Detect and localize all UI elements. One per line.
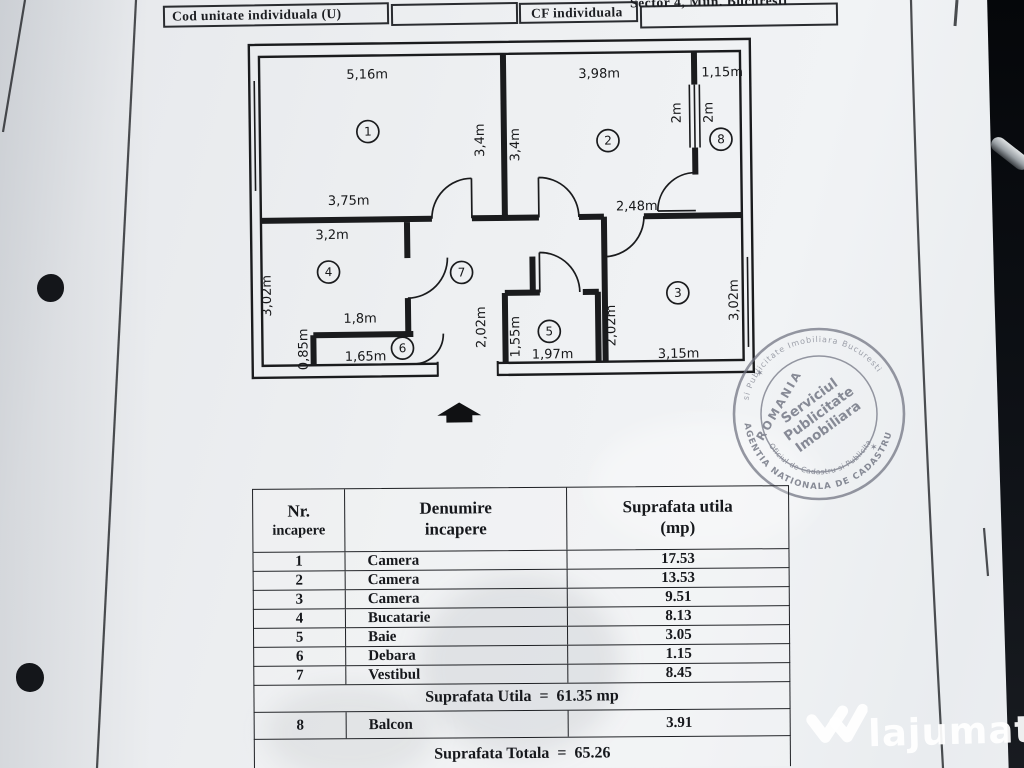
table-row-balcon: 8 Balcon 3.91 xyxy=(253,709,791,740)
row-area: 3.05 xyxy=(665,626,692,643)
total-row: Suprafata Totala = 65.26 xyxy=(253,736,791,768)
room-area-table: Nr. incapere Denumire incapere Suprafata… xyxy=(252,485,791,768)
cod-unitate-label: Cod unitate individuala (U) xyxy=(171,5,342,24)
paper-highlight xyxy=(590,420,820,550)
dim-label: 3,75m xyxy=(328,194,370,210)
dim-label: 3,98m xyxy=(578,66,620,82)
paper-smudge xyxy=(420,575,620,755)
lajumate-watermark: lajumate .ro xyxy=(805,696,1024,756)
row-name: Vestibul xyxy=(346,664,569,685)
room-number: 4 xyxy=(325,265,333,279)
subtotal-row: Suprafata Utila = 61.35 mp xyxy=(253,682,791,713)
inner-wall-line xyxy=(257,49,745,368)
row-nr: 5 xyxy=(254,628,347,647)
row-area: 13.53 xyxy=(661,569,696,586)
paper-shading xyxy=(0,0,150,768)
row-area: 17.53 xyxy=(661,550,695,567)
floor-plan-drawing: 1 2 3 4 5 6 7 8 5,16m 3,4m 3,75m 3,98m 3… xyxy=(247,37,756,423)
row-nr: 1 xyxy=(253,552,346,571)
room-number: 2 xyxy=(604,134,612,148)
table-header-row: Nr. incapere Denumire incapere Suprafata… xyxy=(252,485,790,553)
room-number: 5 xyxy=(545,324,553,338)
room-number: 6 xyxy=(399,341,407,355)
dim-label: 1,97m xyxy=(532,347,574,363)
watermark-name: lajumate xyxy=(867,707,1024,756)
dim-label: 5,16m xyxy=(346,67,388,83)
row-name: Camera xyxy=(345,550,568,571)
dim-label: 1,65m xyxy=(345,349,387,365)
cf-label: CF individuala xyxy=(530,3,623,21)
col-header-denumire: Denumire incapere xyxy=(345,487,568,552)
dim-label: 3,4m xyxy=(508,128,523,162)
dim-label: 3,02m xyxy=(727,279,743,321)
dim-label: 2m xyxy=(702,102,717,123)
row-nr: 4 xyxy=(253,609,346,628)
total-text: Suprafata Totala = 65.26 xyxy=(434,744,611,763)
dimension-labels: 5,16m 3,4m 3,75m 3,98m 3,4m 2,48m 1,15m … xyxy=(260,65,743,370)
room-number: 7 xyxy=(458,265,466,279)
row-nr: 7 xyxy=(254,666,347,685)
row-name: Camera xyxy=(345,569,568,590)
dim-label: 1,55m xyxy=(508,316,524,358)
row-area: 1.15 xyxy=(665,645,692,662)
official-stamp: si Publicitate Imobiliara Bucuresti AGEN… xyxy=(722,322,906,501)
subtotal-text: Suprafata Utila = 61.35 mp xyxy=(425,687,619,706)
dim-label: 1,15m xyxy=(701,65,743,81)
door-arcs xyxy=(407,171,696,365)
row-name: Camera xyxy=(345,588,568,609)
interior-walls xyxy=(260,51,742,366)
hole-punch-dot xyxy=(16,663,44,692)
window-lines xyxy=(253,80,750,347)
row-area: 3.91 xyxy=(665,714,693,731)
paper-smudge xyxy=(265,685,435,768)
row-nr: 6 xyxy=(254,647,347,666)
row-nr: 3 xyxy=(253,590,346,609)
lajumate-logo-icon xyxy=(806,703,869,743)
field-empty xyxy=(390,2,519,26)
dim-label: 2,02m xyxy=(474,306,490,348)
row-area: 9.51 xyxy=(665,588,692,605)
row-name: Bucatarie xyxy=(345,607,568,628)
field-cf-individuala: CF individuala xyxy=(518,1,639,24)
stamp-star-icon: ✶ xyxy=(870,443,878,453)
field-cod-unitate: Cod unitate individuala (U) xyxy=(162,2,390,28)
dim-label: 1,8m xyxy=(343,311,377,326)
row-name: Balcon xyxy=(346,710,569,739)
entrance-jambs xyxy=(436,360,499,377)
dim-label: 3,4m xyxy=(473,123,488,157)
dim-label: 3,15m xyxy=(658,347,700,363)
row-name: Baie xyxy=(346,626,569,647)
outer-wall xyxy=(247,37,756,380)
stamp-star-icon: ✶ xyxy=(756,369,764,379)
dim-label: 3,2m xyxy=(315,228,349,243)
dim-label: 0,85m xyxy=(296,328,312,370)
row-nr: 2 xyxy=(253,571,346,590)
col-header-suprafata: Suprafata utila (mp) xyxy=(622,496,733,538)
row-name: Debara xyxy=(346,645,569,666)
row-area: 8.13 xyxy=(665,607,692,624)
hole-punch-dot xyxy=(37,274,64,302)
room-numbers: 1 2 3 4 5 6 7 8 xyxy=(325,125,725,356)
dim-label: 3,02m xyxy=(260,275,276,317)
col-header-nr: Nr. incapere xyxy=(253,489,346,552)
room-number-badges xyxy=(316,119,733,361)
room-number: 3 xyxy=(674,286,682,300)
dim-label: 2m xyxy=(670,102,685,123)
row-nr: 8 xyxy=(254,712,347,739)
dim-label: 2,02m xyxy=(604,305,620,347)
room-number: 1 xyxy=(364,125,372,139)
dim-label: 2,48m xyxy=(616,199,658,215)
room-number: 8 xyxy=(717,132,725,146)
entrance-arrow-icon xyxy=(437,402,482,423)
row-area: 8.45 xyxy=(665,664,692,681)
